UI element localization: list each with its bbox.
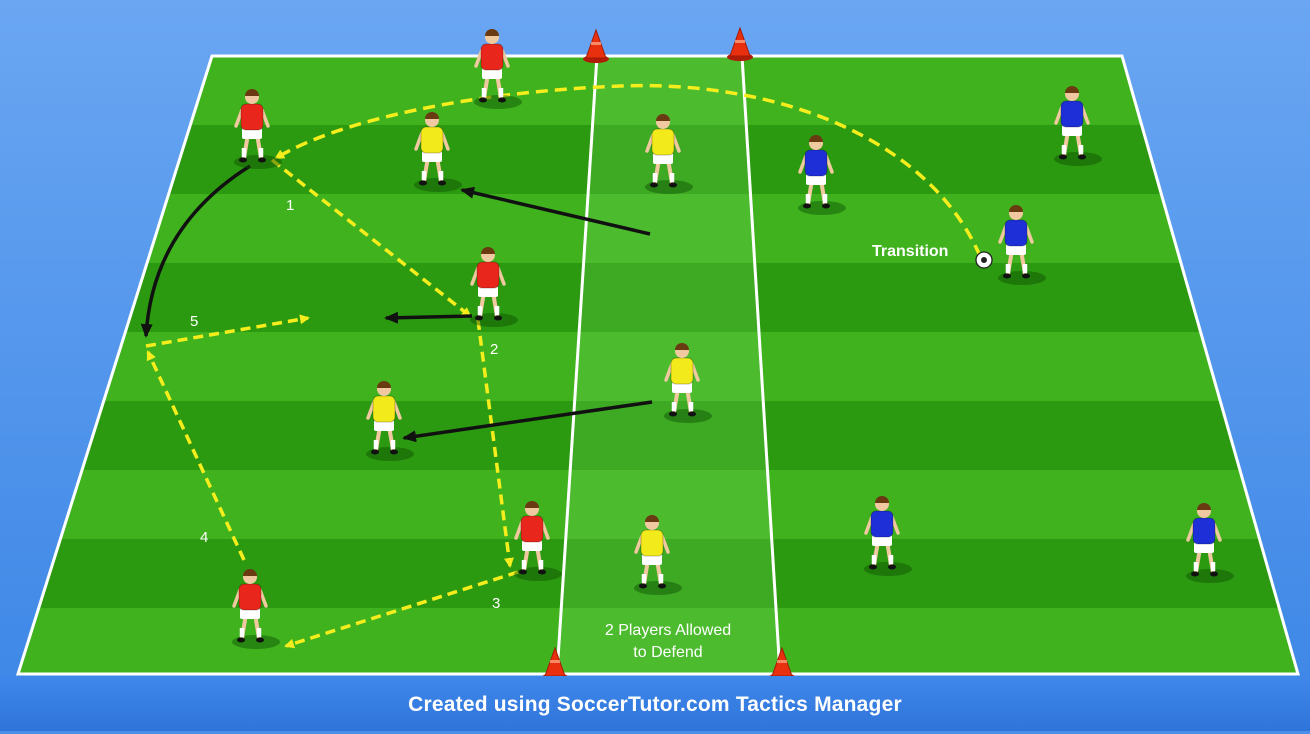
pass-number-5: 5 xyxy=(190,313,198,330)
red-player xyxy=(470,247,518,327)
blue-player xyxy=(998,205,1046,285)
central-zone xyxy=(557,56,780,674)
yellow-player xyxy=(645,114,693,194)
pass-number-2: 2 xyxy=(490,341,498,358)
pitch-stripe xyxy=(18,470,1298,539)
pass-number-4: 4 xyxy=(200,529,208,546)
pitch-stripe xyxy=(18,608,1298,674)
transition-label: Transition xyxy=(872,243,948,260)
footer-credit: Created using SoccerTutor.com Tactics Ma… xyxy=(0,676,1310,731)
yellow-player xyxy=(664,343,712,423)
pass-number-1: 1 xyxy=(286,197,294,214)
cone xyxy=(583,28,609,63)
run-arrow-bottom xyxy=(402,400,653,443)
run-arrow-top xyxy=(460,186,651,236)
pass-arrow-5 xyxy=(145,314,310,348)
run-arrow-curved xyxy=(140,164,251,338)
pitch-stripe xyxy=(18,263,1298,332)
pitch-stripe xyxy=(18,194,1298,263)
pass-arrow-3 xyxy=(284,570,519,649)
yellow-player xyxy=(366,381,414,461)
red-player xyxy=(514,501,562,581)
zone-label-line2: to Defend xyxy=(633,644,702,661)
pass-arrow-1 xyxy=(270,158,472,318)
blue-player xyxy=(1054,86,1102,166)
transition-pass-arrow xyxy=(274,83,982,257)
pass-arrow-2 xyxy=(476,319,514,568)
red-player xyxy=(234,89,282,169)
pitch-stripe xyxy=(18,332,1298,401)
pitch xyxy=(15,54,1300,676)
pitch-stripe xyxy=(18,401,1298,470)
cone xyxy=(727,26,753,61)
yellow-player xyxy=(414,112,462,192)
pass-arrow-4 xyxy=(146,350,246,561)
zone-line-left xyxy=(555,55,599,675)
zone-line-right xyxy=(740,55,782,675)
blue-player xyxy=(1186,503,1234,583)
red-player xyxy=(474,29,522,109)
zone-label-line1: 2 Players Allowed xyxy=(605,622,731,639)
ball xyxy=(975,251,993,269)
run-arrow-mid xyxy=(384,311,473,324)
yellow-player xyxy=(634,515,682,595)
blue-player xyxy=(798,135,846,215)
arrows xyxy=(140,83,982,649)
pass-number-3: 3 xyxy=(492,595,500,612)
blue-player xyxy=(864,496,912,576)
red-player xyxy=(232,569,280,649)
